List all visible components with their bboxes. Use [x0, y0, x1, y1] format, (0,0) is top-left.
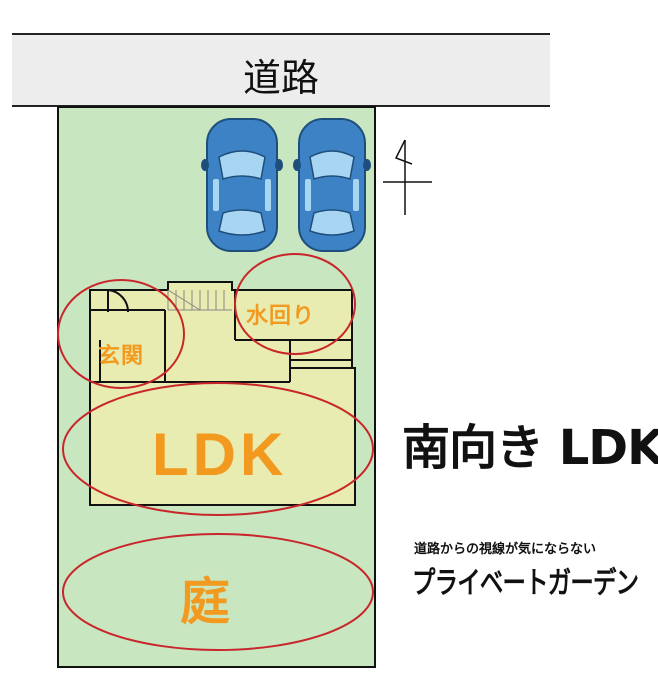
label-garden: 庭	[180, 573, 230, 631]
caption-sub: 道路からの視線が気にならない	[414, 542, 597, 557]
caption-south-ldk: 南向き LDK	[402, 420, 658, 476]
road: 道路	[12, 33, 550, 107]
car-icon	[201, 118, 283, 252]
road-label: 道路	[242, 56, 319, 100]
ring-genkan	[57, 279, 185, 389]
label-water: 水回り	[246, 304, 316, 329]
north-arrow-icon	[383, 139, 432, 215]
label-genkan: 玄関	[98, 344, 145, 369]
label-ldk: LDK	[152, 421, 288, 488]
caption-private-garden: プライベートガーデン	[412, 566, 639, 601]
stairs	[167, 289, 232, 311]
ring-water	[234, 253, 356, 355]
door-swing	[107, 289, 130, 313]
ring-ldk	[62, 382, 374, 516]
ring-garden	[62, 533, 374, 651]
car-icon	[293, 118, 371, 252]
